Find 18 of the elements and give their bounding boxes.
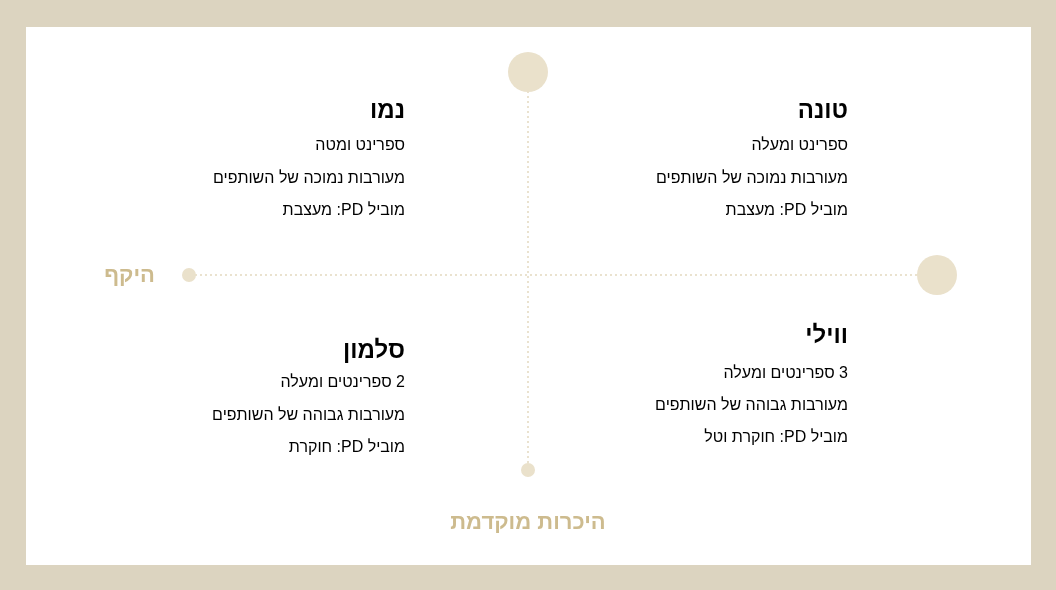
quadrant-heading: נמו [370, 96, 405, 124]
quadrant-text: מעורבות גבוהה של השותפים [212, 404, 405, 425]
quadrant-text: מוביל PD: חוקרת וטל [704, 427, 848, 447]
axis-label: היכרות מוקדמת [450, 509, 606, 535]
quadrant-text: מוביל PD: מעצבת [725, 200, 848, 220]
quadrant-heading: סלמון [343, 336, 405, 364]
quadrant-heading: טונה [797, 96, 848, 124]
quadrant-text: 3 ספרינטים ומעלה [723, 363, 848, 383]
quadrant-text: מעורבות נמוכה של השותפים [655, 167, 848, 188]
quadrant-text: מעורבות גבוהה של השותפים [655, 395, 848, 415]
axis-label: היקף [104, 262, 155, 288]
quadrant-text: מוביל PD: חוקרת [288, 437, 405, 457]
quadrant-text: מעורבות נמוכה של השותפים [212, 167, 405, 188]
quadrant-text: ספרינט ומעלה [751, 135, 848, 155]
quadrant-text: מוביל PD: מעצבת [282, 200, 405, 220]
quadrant-text: ספרינט ומטה [315, 135, 405, 155]
quadrant-text: 2 ספרינטים ומעלה [280, 372, 405, 392]
quadrant-heading: ווילי [805, 321, 848, 349]
